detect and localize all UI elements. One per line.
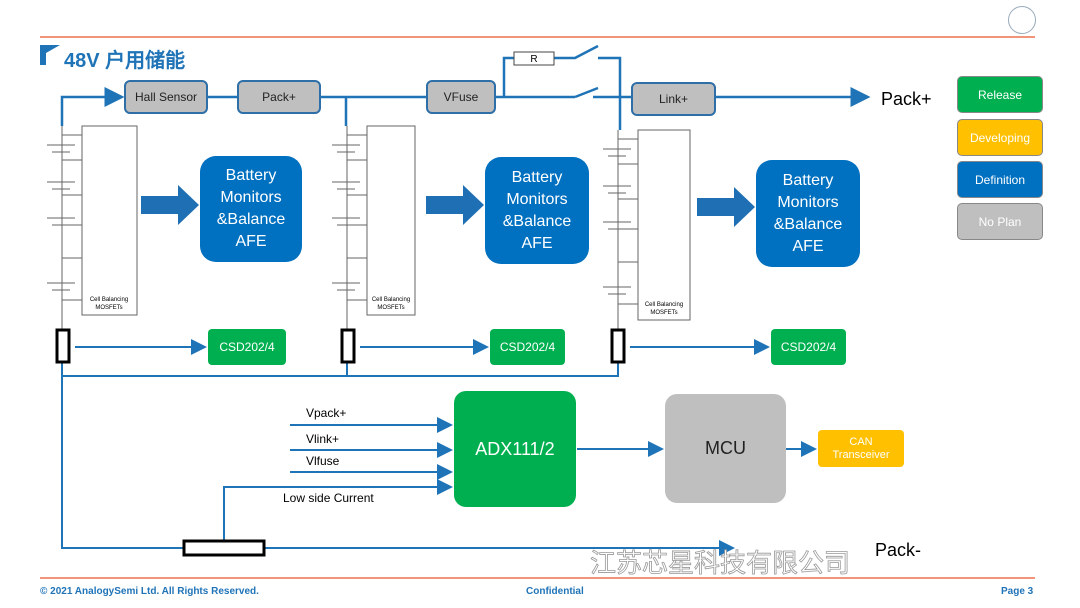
csd-box-3: CSD202/4 [771, 329, 846, 365]
csd-box-2: CSD202/4 [490, 329, 565, 365]
hall-sensor-box: Hall Sensor [124, 80, 208, 114]
watermark: 江苏芯星科技有限公司 [590, 548, 850, 578]
legend-release: Release [957, 76, 1043, 113]
pack-plus-label: Pack+ [881, 89, 932, 109]
mosfet-label: Cell Balancing [90, 297, 128, 303]
legend-developing: Developing [957, 119, 1043, 156]
mosfet-label: Cell Balancing [645, 302, 683, 308]
battery-strings [47, 125, 691, 364]
shunt-resistor [182, 539, 266, 557]
pack-plus-box: Pack+ [237, 80, 321, 114]
title-corner-icon [40, 45, 60, 65]
mosfet-label: Cell Balancing [372, 297, 410, 303]
mosfet-label-line2: MOSFETs [650, 310, 677, 316]
data-arrows [141, 185, 755, 227]
csd-box-1: CSD202/4 [208, 329, 286, 365]
resistor-r [513, 51, 555, 66]
footer-copyright: © 2021 AnalogySemi Ltd. All Rights Reser… [40, 586, 259, 597]
top-bus [60, 44, 868, 130]
mosfet-label-line2: MOSFETs [95, 305, 122, 311]
signal-vlfuse: Vlfuse [306, 454, 340, 468]
company-logo [1008, 6, 1036, 34]
adc-block: ADX111/2 [454, 391, 576, 507]
mosfet-label-line2: MOSFETs [377, 305, 404, 311]
resistor-label: R [530, 54, 537, 65]
footer-page: Page 3 [1001, 586, 1034, 597]
pack-minus-label: Pack- [875, 540, 921, 560]
mcu-block: MCU [665, 394, 786, 503]
page-title: 48V 户用储能 [64, 50, 186, 72]
legend-no-plan: No Plan [957, 203, 1043, 240]
sense-wires [61, 339, 817, 548]
footer-confidential: Confidential [526, 586, 584, 597]
legend-definition: Definition [957, 161, 1043, 198]
link-plus-box: Link+ [631, 82, 716, 116]
signal-vpack: Vpack+ [306, 406, 346, 420]
signal-vlink: Vlink+ [306, 432, 339, 446]
signal-low-side: Low side Current [283, 491, 374, 505]
vfuse-box: VFuse [426, 80, 496, 114]
